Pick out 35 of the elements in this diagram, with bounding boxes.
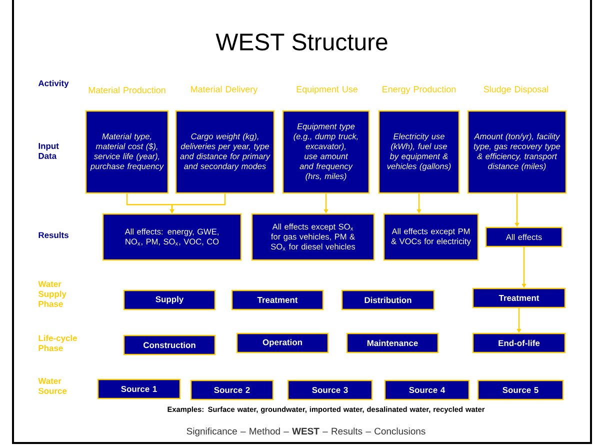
phase-box: Construction — [123, 334, 216, 356]
result-box: All effects — [485, 226, 563, 248]
phase-box: Maintenance — [346, 332, 439, 354]
title: WEST Structure — [216, 34, 388, 50]
row-heading: Water Source — [38, 378, 67, 394]
footer-text: Significance – Method – WEST – Results – Conclusions — [186, 428, 426, 436]
activity-heading: Material Delivery — [191, 86, 258, 94]
phase-box: Treatment — [231, 290, 324, 310]
phase-box: Distribution — [341, 290, 435, 310]
phase-box: Source 1 — [97, 378, 181, 400]
activity-heading: Equipment Use — [296, 86, 358, 94]
row-heading: Water Supply Phase — [38, 281, 66, 307]
result-box: All effects except SO$_{x}$ for gas vehicles, PM & SO$_{x}$ for diesel vehicles — [251, 213, 375, 261]
input-box: Equipment type (e.g., dump truck, excavator), use amount and frequency (hrs, miles) — [282, 110, 370, 194]
phase-box: Source 2 — [190, 380, 274, 400]
input-box: Electricity use (kWh), fuel use by equipment & vehicles (gallons) — [378, 110, 460, 194]
input-box: Material type, material cost ($), service life (year), purchase frequency — [85, 110, 169, 194]
result-box: All effects except PM & VOCs for electricity — [383, 213, 479, 261]
phase-box: End-of-life — [472, 332, 566, 354]
phase-box: Operation — [236, 332, 329, 354]
row-heading: Input Data — [38, 143, 59, 159]
activity-heading: Sludge Disposal — [484, 86, 548, 94]
result-box: All effects: energy, GWE, NO$_{x}$, PM, SO$_{x}$, VOC, CO — [102, 213, 242, 261]
input-box: Cargo weight (kg), deliveries per year, type and distance for primary and secondary modes — [175, 110, 275, 194]
row-heading: Results — [38, 232, 68, 238]
row-heading: Activity — [38, 80, 69, 88]
phase-box: Treatment — [472, 288, 566, 308]
activity-heading: Material Production — [88, 86, 166, 94]
phase-box: Source 4 — [384, 380, 470, 400]
phase-box: Source 3 — [287, 380, 373, 400]
row-heading: Life-cycle Phase — [38, 334, 77, 352]
phase-box: Supply — [123, 290, 216, 310]
activity-heading: Energy Production — [382, 86, 456, 94]
phase-box: Source 5 — [477, 380, 564, 400]
input-box: Amount (ton/yr), facility type, gas recovery type & efficiency, transport distance (miles) — [467, 110, 567, 194]
